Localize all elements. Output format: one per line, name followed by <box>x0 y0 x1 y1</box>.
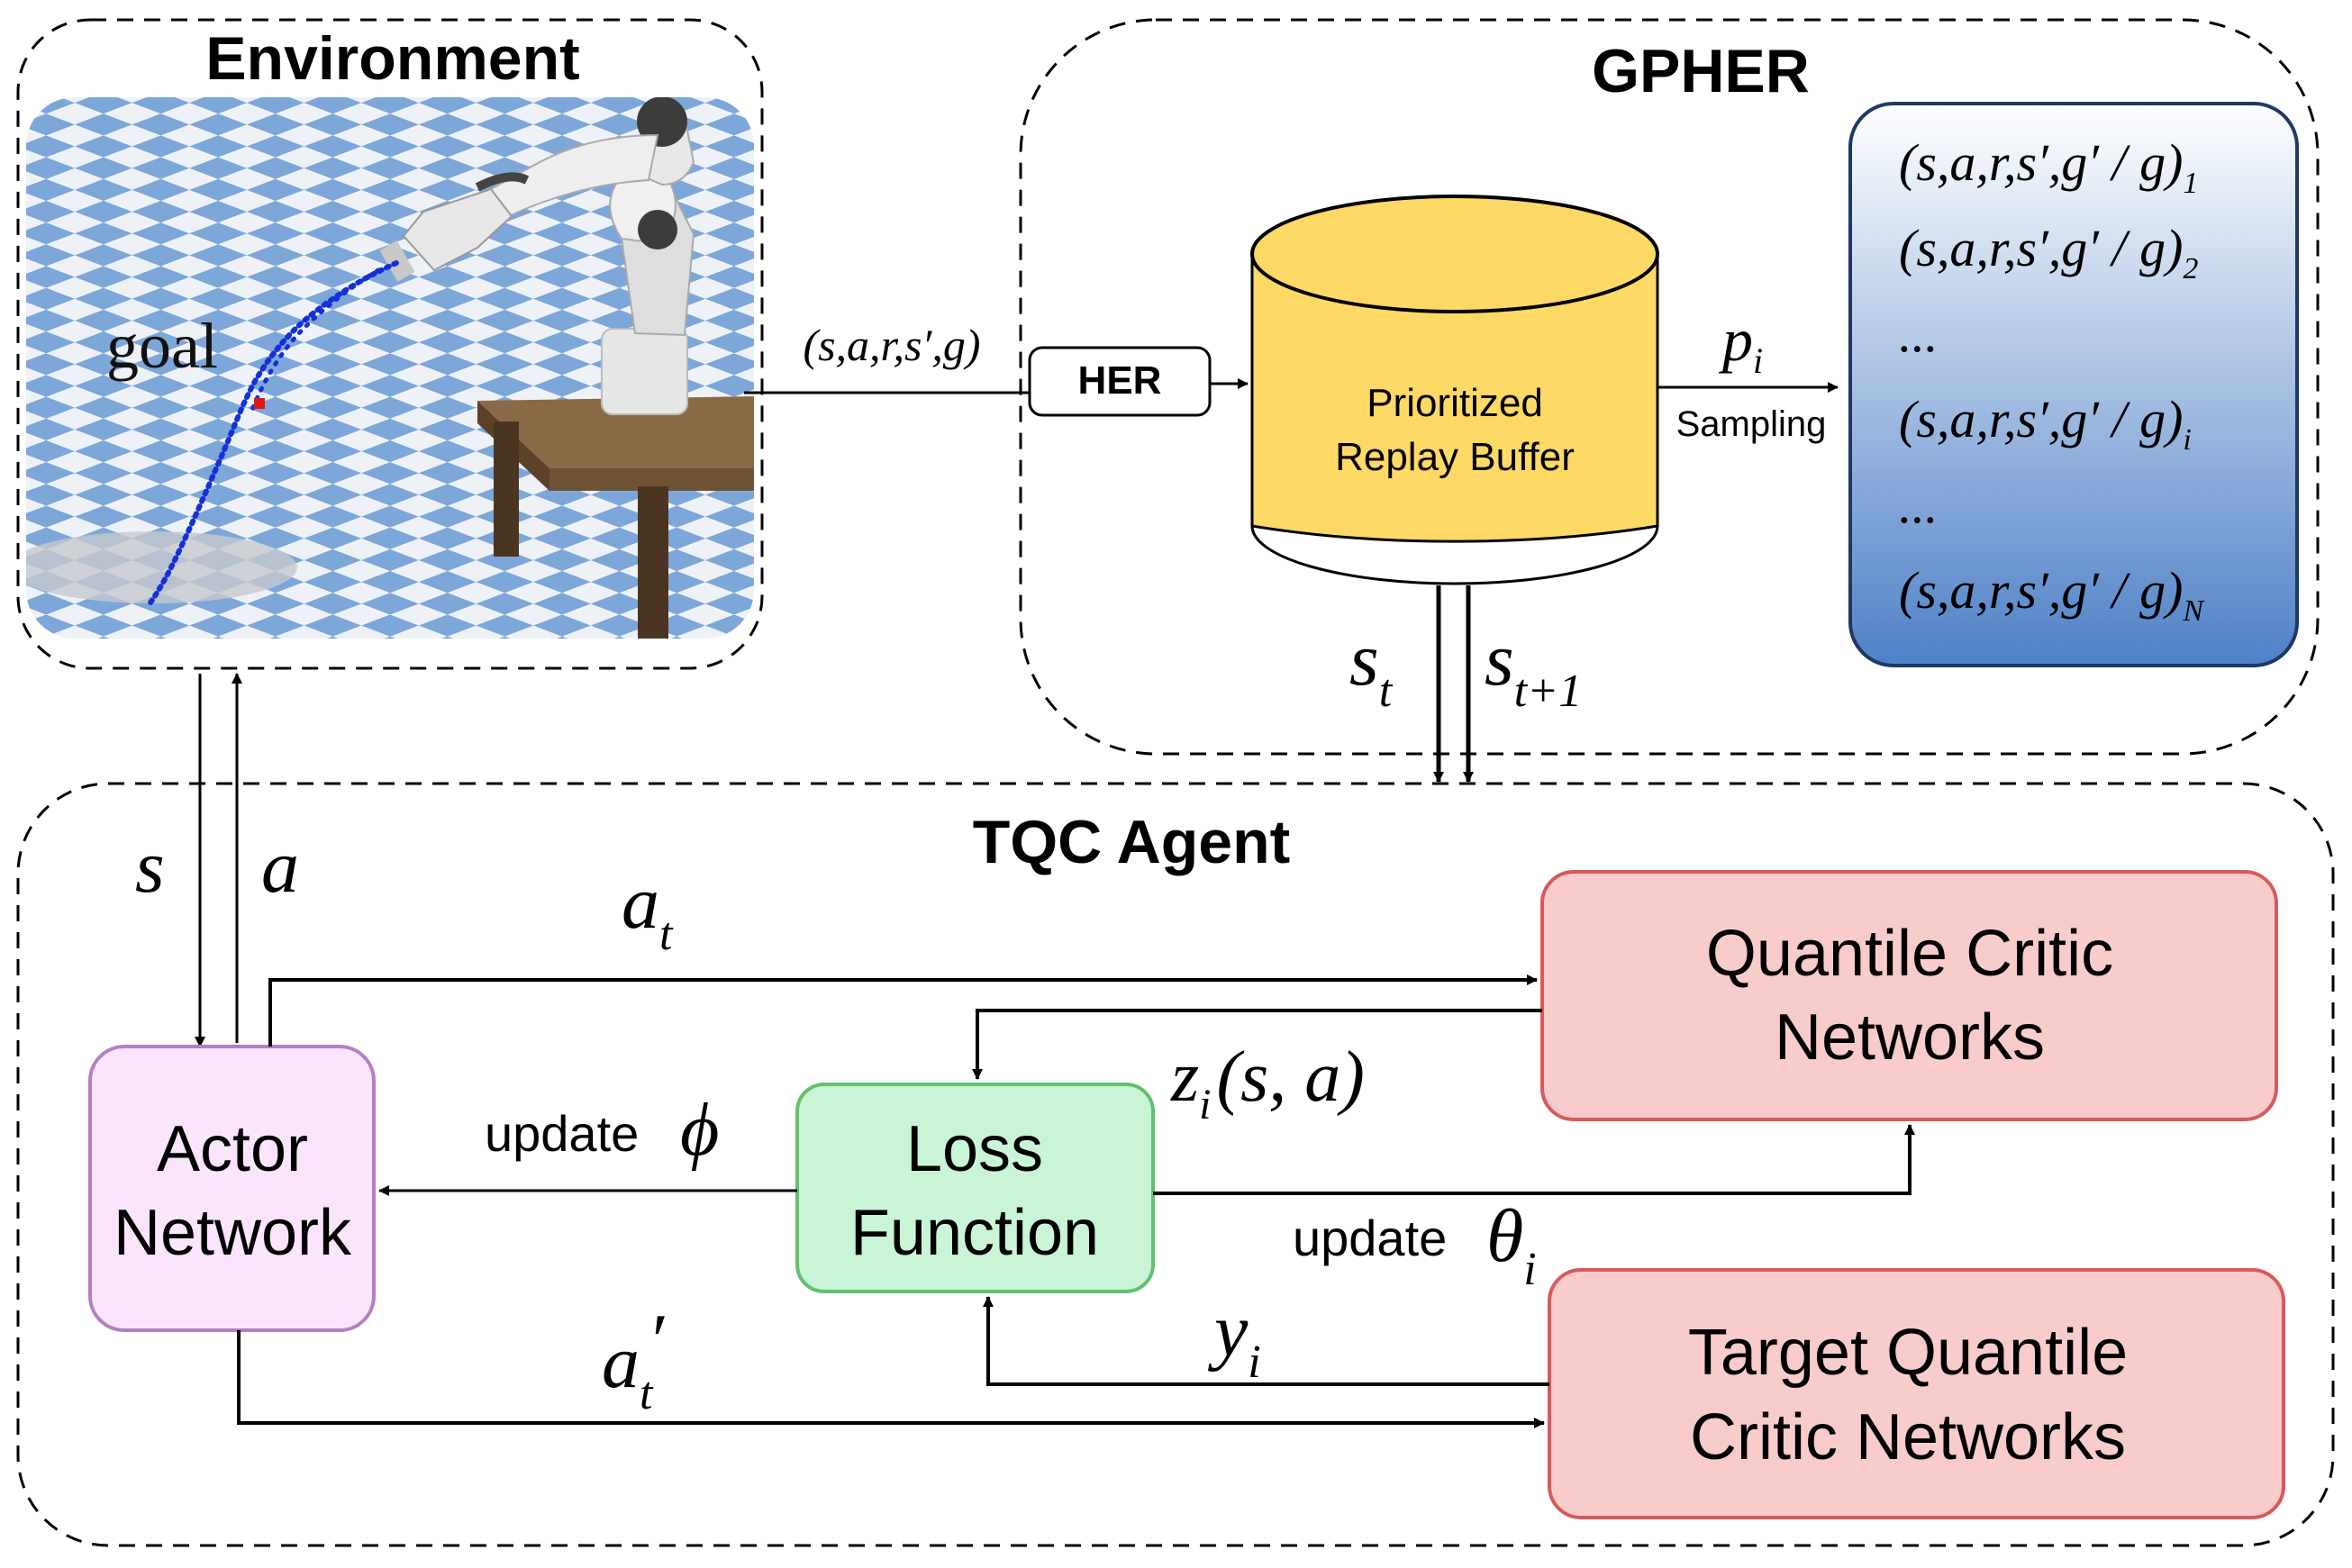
environment-image-frame <box>24 95 756 640</box>
update-phi-label: update <box>485 1105 639 1162</box>
prioritized-replay-buffer: Prioritized Replay Buffer <box>1250 195 1659 585</box>
loss-label-line1: Loss <box>906 1113 1043 1185</box>
transition-ellipsis: ... <box>1899 476 1939 534</box>
sampled-transitions-panel <box>1848 102 2299 667</box>
quantile-value-label: zi(s, a) <box>1170 1038 1365 1128</box>
agent-region <box>16 782 2335 1547</box>
actor-label-line2: Network <box>114 1197 352 1269</box>
table <box>477 396 755 639</box>
sampling-symbol: pi <box>1719 305 1763 381</box>
state-s-label: s <box>135 825 165 909</box>
goal-marker <box>254 398 265 409</box>
phi-symbol: ϕ <box>680 1088 719 1172</box>
gpher-title: GPHER <box>1592 37 1810 105</box>
env-to-her-label: (s,a,r,s′,g) <box>803 320 980 370</box>
robot-arm <box>379 96 695 415</box>
action-at-label: at <box>622 861 674 960</box>
agent-title: TQC Agent <box>973 808 1291 876</box>
loss-label-line2: Function <box>850 1197 1099 1269</box>
transition-ellipsis: ... <box>1899 304 1939 363</box>
critic-label-line1: Quantile Critic <box>1706 918 2113 990</box>
target-value-label: yi <box>1207 1289 1261 1388</box>
robot-arm-scene: goal <box>25 96 755 639</box>
critic-label-line2: Networks <box>1775 1002 2045 1074</box>
buffer-label-line1: Prioritized <box>1367 381 1543 425</box>
target-label-line1: Target Quantile <box>1688 1317 2128 1389</box>
sampled-transitions-list: (s,a,r,s′,g′ / g)1 (s,a,r,s′,g′ / g)2... (… <box>1899 133 2205 628</box>
transition-item: (s,a,r,s′,g′ / g)1 <box>1899 133 2198 200</box>
transition-item: (s,a,r,s′,g′ / g)N <box>1899 561 2205 628</box>
actor-label-line1: Actor <box>157 1113 308 1185</box>
environment-region <box>16 18 764 670</box>
trajectory <box>146 260 399 608</box>
action-at-prime-label: at′ <box>602 1299 665 1419</box>
transition-item: (s,a,r,s′,g′ / g)i <box>1899 390 2192 457</box>
her-label: HER <box>1078 358 1162 403</box>
theta-symbol: θi <box>1486 1194 1537 1295</box>
target-label-line2: Critic Networks <box>1690 1401 2126 1473</box>
buffer-label-line2: Replay Buffer <box>1335 435 1575 479</box>
sampling-label: Sampling <box>1676 404 1827 444</box>
quantile-critic-node <box>1540 870 2278 1121</box>
actor-network-node <box>88 1045 376 1332</box>
state-t-label: st <box>1349 618 1394 717</box>
target-quantile-critic-node <box>1548 1268 2285 1519</box>
action-a-label: a <box>261 825 299 909</box>
gpher-region <box>1019 18 2320 756</box>
loss-function-node <box>795 1083 1155 1293</box>
her-box <box>1028 346 1212 417</box>
goal-label: goal <box>106 310 218 382</box>
update-theta-label: update <box>1293 1210 1447 1266</box>
transition-item: (s,a,r,s′,g′ / g)2 <box>1899 219 2198 286</box>
environment-title: Environment <box>205 24 580 93</box>
state-t1-label: st+1 <box>1485 618 1582 717</box>
